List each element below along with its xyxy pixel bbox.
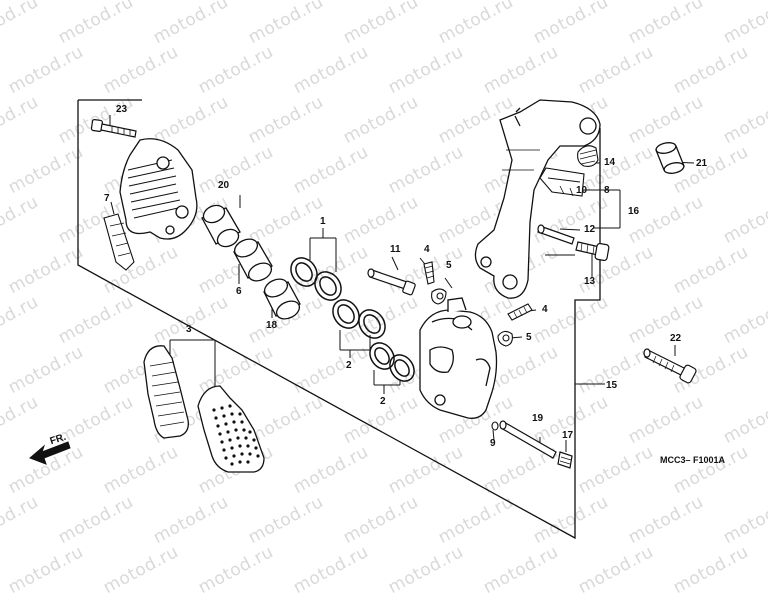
callout-5-upper: 5 [446, 260, 452, 271]
boot-21-icon [655, 142, 685, 174]
callout-13: 13 [584, 276, 596, 287]
callout-6: 6 [236, 286, 242, 297]
bleeder-4b-icon [507, 303, 533, 321]
clip-9-icon [491, 421, 499, 431]
callout-22: 22 [670, 333, 682, 344]
sleeve-6-icon [233, 238, 273, 282]
pad-pin-19-icon [499, 420, 557, 459]
collar-20-icon [201, 204, 241, 248]
callout-4-upper: 4 [424, 244, 430, 255]
callout-9: 9 [490, 438, 496, 449]
caliper-bracket-16-icon [474, 99, 601, 299]
callout-3: 3 [186, 324, 192, 335]
diagram-code: MCC3– F1001A [660, 455, 726, 465]
parts-diagram-svg [29, 99, 697, 540]
bleeder-cap-5b-icon [497, 330, 513, 347]
bleeder-4-icon [423, 261, 435, 285]
callout-23: 23 [116, 104, 128, 115]
callout-19: 19 [532, 413, 544, 424]
piston-seal-1-icon [290, 257, 342, 301]
callout-1: 1 [320, 216, 326, 227]
callout-5-lower: 5 [526, 332, 532, 343]
pin-11-icon [367, 268, 416, 296]
caliper-bracket-left-icon [119, 138, 198, 240]
callout-8: 8 [604, 185, 610, 196]
callout-12: 12 [584, 224, 596, 235]
bolt-13-icon [575, 241, 610, 262]
callout-18: 18 [266, 320, 278, 331]
callout-10: 10 [576, 185, 588, 196]
plug-17-icon [557, 451, 573, 469]
callout-16: 16 [628, 206, 640, 217]
callout-4-lower: 4 [542, 304, 548, 315]
callout-2-lower: 2 [380, 396, 386, 407]
bolt-22-icon [643, 348, 697, 384]
boot-14-icon [577, 145, 599, 167]
bleeder-cap-5-icon [431, 288, 447, 305]
brake-pad-a-icon [143, 345, 189, 439]
slide-pin-12-icon [537, 224, 575, 245]
piston-seal-2a-icon [332, 299, 386, 339]
callout-21: 21 [696, 158, 708, 169]
callout-15: 15 [606, 380, 618, 391]
brake-pad-b-icon [197, 385, 265, 473]
piston-seal-2b-icon [369, 342, 415, 382]
assembly-frame [77, 99, 601, 540]
caliper-body-icon [419, 297, 498, 419]
callout-2-upper: 2 [346, 360, 352, 371]
callout-20: 20 [218, 180, 230, 191]
callout-14: 14 [604, 157, 616, 168]
callout-17: 17 [562, 430, 574, 441]
callout-7: 7 [104, 193, 110, 204]
pad-retainer-10-icon [539, 167, 585, 197]
bolt-23-icon [90, 119, 137, 138]
pad-spring-7-icon [103, 213, 135, 271]
boot-18-icon [263, 278, 301, 320]
pad-dots [212, 404, 260, 466]
callout-11: 11 [390, 244, 401, 255]
front-arrow-icon [29, 441, 71, 465]
